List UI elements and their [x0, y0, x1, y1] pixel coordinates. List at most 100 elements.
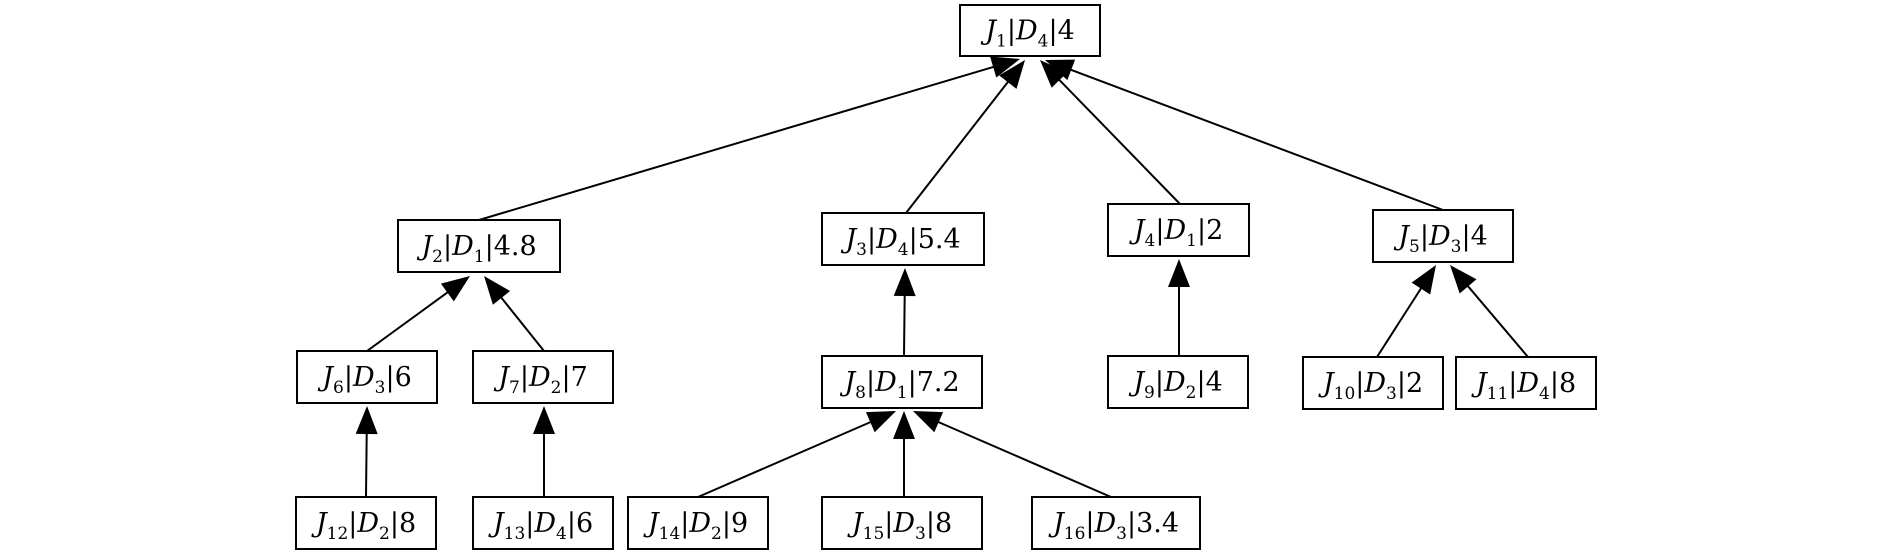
- edge-line: [1376, 286, 1423, 358]
- node-value: 4: [1058, 16, 1075, 47]
- separator: |: [722, 508, 731, 539]
- edge-n5-to-n1: [1045, 59, 1444, 211]
- device-symbol: D: [874, 367, 897, 398]
- node-value: 4: [1206, 367, 1223, 398]
- job-symbol: J: [317, 362, 335, 393]
- separator: |: [1196, 367, 1205, 398]
- job-index: 4: [1145, 231, 1156, 251]
- arrow-head: [1040, 60, 1068, 88]
- job-symbol: J: [488, 508, 506, 539]
- separator: |: [884, 508, 893, 539]
- device-index: 4: [898, 240, 909, 260]
- device-symbol: D: [1163, 367, 1186, 398]
- edge-line: [1466, 284, 1529, 358]
- edge-line: [905, 79, 1010, 214]
- job-index: 6: [333, 378, 344, 398]
- edge-n2-to-n1: [478, 56, 1020, 221]
- node-label: J7|D2|7: [493, 362, 588, 398]
- device-index: 3: [375, 378, 386, 398]
- edge-n16-to-n8: [913, 411, 1112, 498]
- edge-line: [697, 420, 873, 498]
- node-label: J13|D4|6: [488, 508, 593, 544]
- separator: |: [561, 362, 570, 393]
- node-n7: J7|D2|7: [472, 350, 614, 404]
- edge-n8-to-n3: [893, 268, 916, 357]
- node-label: J2|D1|4.8: [416, 231, 536, 267]
- node-value: 5.4: [918, 224, 961, 255]
- device-symbol: D: [1516, 368, 1539, 399]
- node-value: 8: [935, 508, 952, 539]
- edge-line: [366, 290, 450, 352]
- edge-n3-to-n1: [905, 60, 1025, 214]
- node-n8: J8|D1|7.2: [821, 355, 983, 409]
- node-box: [296, 350, 438, 404]
- edges-layer: [355, 56, 1529, 498]
- node-value: 7: [571, 362, 588, 393]
- device-symbol: D: [1163, 215, 1186, 246]
- node-value: 3.4: [1136, 508, 1179, 539]
- node-box: [472, 350, 614, 404]
- edge-n10-to-n5: [1376, 265, 1436, 358]
- job-index: 9: [1144, 383, 1155, 403]
- node-n3: J3|D4|5.4: [821, 212, 985, 266]
- job-symbol: J: [416, 231, 434, 262]
- node-label: J10|D3|2: [1318, 368, 1423, 404]
- device-symbol: D: [892, 508, 915, 539]
- separator: |: [866, 367, 875, 398]
- node-box: [959, 4, 1101, 57]
- separator: |: [1155, 215, 1164, 246]
- job-symbol: J: [1128, 367, 1146, 398]
- separator: |: [1197, 215, 1206, 246]
- job-index: 2: [432, 247, 443, 267]
- separator: |: [1085, 508, 1094, 539]
- arrow-head: [865, 411, 896, 433]
- separator: |: [1508, 368, 1517, 399]
- separator: |: [867, 224, 876, 255]
- node-n14: J14|D2|9: [627, 496, 769, 550]
- device-index: 3: [915, 524, 926, 544]
- device-index: 1: [897, 383, 908, 403]
- job-index: 10: [1334, 384, 1356, 404]
- separator: |: [567, 508, 576, 539]
- node-label: J8|D1|7.2: [839, 367, 959, 403]
- edge-line: [365, 431, 368, 498]
- job-index: 5: [1409, 237, 1420, 257]
- device-index: 2: [711, 524, 722, 544]
- device-symbol: D: [875, 224, 898, 255]
- edge-n7-to-n2: [484, 276, 545, 352]
- node-box: [472, 496, 614, 550]
- device-index: 2: [1186, 383, 1197, 403]
- arrow-head: [893, 411, 915, 439]
- job-index: 14: [659, 524, 681, 544]
- separator: |: [908, 367, 917, 398]
- node-box: [821, 355, 983, 409]
- node-n15: J15|D3|8: [821, 496, 983, 550]
- job-symbol: J: [1129, 215, 1147, 246]
- separator: |: [1007, 16, 1016, 47]
- device-symbol: D: [356, 508, 379, 539]
- arrow-head: [440, 276, 470, 302]
- separator: |: [390, 508, 399, 539]
- node-n9: J9|D2|4: [1107, 355, 1249, 409]
- node-n11: J11|D4|8: [1455, 356, 1597, 410]
- separator: |: [680, 508, 689, 539]
- device-symbol: D: [1428, 221, 1451, 252]
- job-symbol: J: [493, 362, 511, 393]
- device-index: 3: [1386, 384, 1397, 404]
- node-n4: J4|D1|2: [1107, 203, 1250, 257]
- node-n2: J2|D1|4.8: [397, 219, 561, 273]
- node-value: 4.8: [494, 231, 537, 262]
- node-n12: J12|D2|8: [295, 496, 437, 550]
- node-n16: J16|D3|3.4: [1031, 496, 1201, 550]
- node-label: J11|D4|8: [1471, 368, 1576, 404]
- separator: |: [344, 362, 353, 393]
- edge-n6-to-n2: [366, 276, 470, 352]
- arrow-head: [1450, 265, 1477, 294]
- job-index: 15: [863, 524, 885, 544]
- edge-line: [478, 65, 996, 221]
- device-symbol: D: [1363, 368, 1386, 399]
- job-symbol: J: [643, 508, 661, 539]
- node-n13: J13|D4|6: [472, 496, 614, 550]
- separator: |: [926, 508, 935, 539]
